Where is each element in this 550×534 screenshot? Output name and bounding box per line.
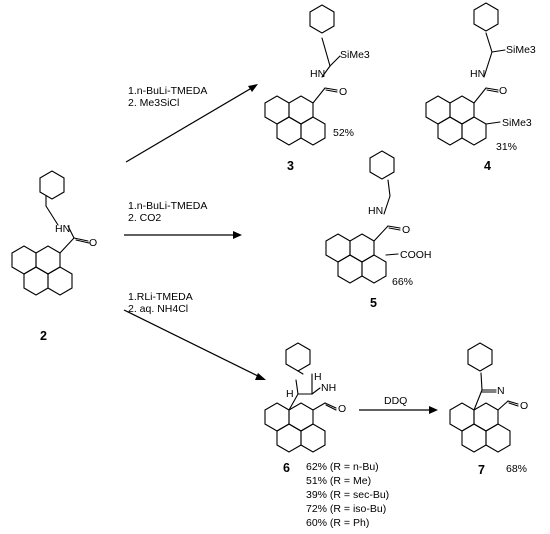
compound-2-number: 2 xyxy=(40,329,47,343)
compound-2-o-label: O xyxy=(89,237,97,249)
arrowhead-to-7 xyxy=(429,406,438,414)
compound-6-number: 6 xyxy=(283,461,290,475)
compound-6-yield-1: 62% (R = n-Bu) xyxy=(306,461,379,473)
compound-3-o-label: O xyxy=(339,86,347,98)
conditions-to-5-step1: 1.n-BuLi-TMEDA xyxy=(128,200,207,212)
compound-6-yield-2: 51% (R = Me) xyxy=(306,475,371,487)
compound-4-sime3-label-ring: SiMe3 xyxy=(502,117,532,129)
conditions-to-7: DDQ xyxy=(384,395,407,407)
compound-6-h-label-left: H xyxy=(286,388,294,400)
arrowhead-to-3 xyxy=(248,84,258,92)
arrowhead-to-6 xyxy=(255,373,266,380)
compound-6-structure xyxy=(264,342,337,453)
compound-6-h-label-right: H xyxy=(314,371,322,383)
compound-5-o-label: O xyxy=(402,224,410,236)
compound-4-sime3-label-top: SiMe3 xyxy=(506,44,536,56)
compound-5-number: 5 xyxy=(370,296,377,310)
compound-6-o-label: O xyxy=(338,403,346,415)
compound-7-n-label: N xyxy=(497,385,505,397)
compound-5-hn-label: HN xyxy=(368,205,383,217)
compound-6-nh-label: NH xyxy=(321,382,336,394)
compound-5-structure xyxy=(325,150,401,284)
compound-3-number: 3 xyxy=(287,159,294,173)
compound-2-hn-label: HN xyxy=(55,223,70,235)
compound-6-yield-4: 72% (R = iso-Bu) xyxy=(306,503,386,515)
compound-4-hn-label: HN xyxy=(470,68,485,80)
compound-4-number: 4 xyxy=(484,159,491,173)
conditions-to-5-step2: 2. CO2 xyxy=(128,212,161,224)
compound-6-yield-3: 39% (R = sec-Bu) xyxy=(306,489,389,501)
compound-4-o-label: O xyxy=(499,85,507,97)
compound-3-yield: 52% xyxy=(333,127,354,139)
conditions-to-3-step2: 2. Me3SiCl xyxy=(128,97,179,109)
compound-3-sime3-label: SiMe3 xyxy=(340,49,370,61)
compound-7-structure xyxy=(449,342,519,453)
compound-7-yield: 68% xyxy=(506,463,527,475)
arrow-to-3 xyxy=(125,85,256,163)
compound-2-structure xyxy=(11,170,90,296)
conditions-to-6-step1: 1.RLi-TMEDA xyxy=(128,291,193,303)
arrowhead-to-5 xyxy=(233,231,242,239)
compound-7-number: 7 xyxy=(478,463,485,477)
compound-4-yield: 31% xyxy=(496,141,517,153)
compound-3-hn-label: HN xyxy=(310,68,325,80)
compound-4-structure xyxy=(425,2,506,146)
compound-5-yield: 66% xyxy=(392,276,413,288)
compound-3-structure xyxy=(264,4,341,146)
compound-7-o-label: O xyxy=(520,400,528,412)
conditions-to-6-step2: 2. aq. NH4Cl xyxy=(128,303,188,315)
compound-5-cooh-label: COOH xyxy=(400,249,432,261)
compound-6-yield-5: 60% (R = Ph) xyxy=(306,517,369,529)
arrow-to-6 xyxy=(123,309,263,379)
conditions-to-3-step1: 1.n-BuLi-TMEDA xyxy=(128,85,207,97)
